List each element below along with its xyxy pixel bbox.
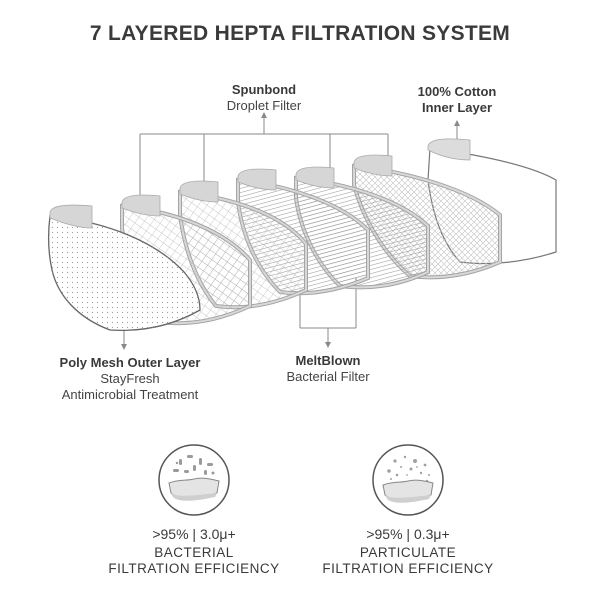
stat-caption: PARTICULATE [359,545,457,560]
stat-caption: FILTRATION EFFICIENCY [108,561,280,576]
stat-value: >95% | 0.3μ+ [366,526,450,542]
bacteria-filter-icon [158,444,230,516]
label-spunbond: Spunbond Droplet Filter [226,82,302,113]
stat-caption: FILTRATION EFFICIENCY [322,561,494,576]
mask-layer-polymesh [48,204,201,332]
particle-filter-icon [372,444,444,516]
label-meltblown: MeltBlown Bacterial Filter [286,353,370,384]
stat-bacterial: >95% | 3.0μ+ BACTERIAL FILTRATION EFFICI… [84,526,304,577]
diagram-title: 7 LAYERED HEPTA FILTRATION SYSTEM [89,22,511,45]
label-polymesh: Poly Mesh Outer Layer StayFresh Antimicr… [59,355,201,402]
stat-value: >95% | 3.0μ+ [152,526,236,542]
stat-particulate: >95% | 0.3μ+ PARTICULATE FILTRATION EFFI… [298,526,518,577]
label-cotton: 100% Cotton Inner Layer [417,84,497,115]
stat-caption: BACTERIAL [154,545,234,560]
